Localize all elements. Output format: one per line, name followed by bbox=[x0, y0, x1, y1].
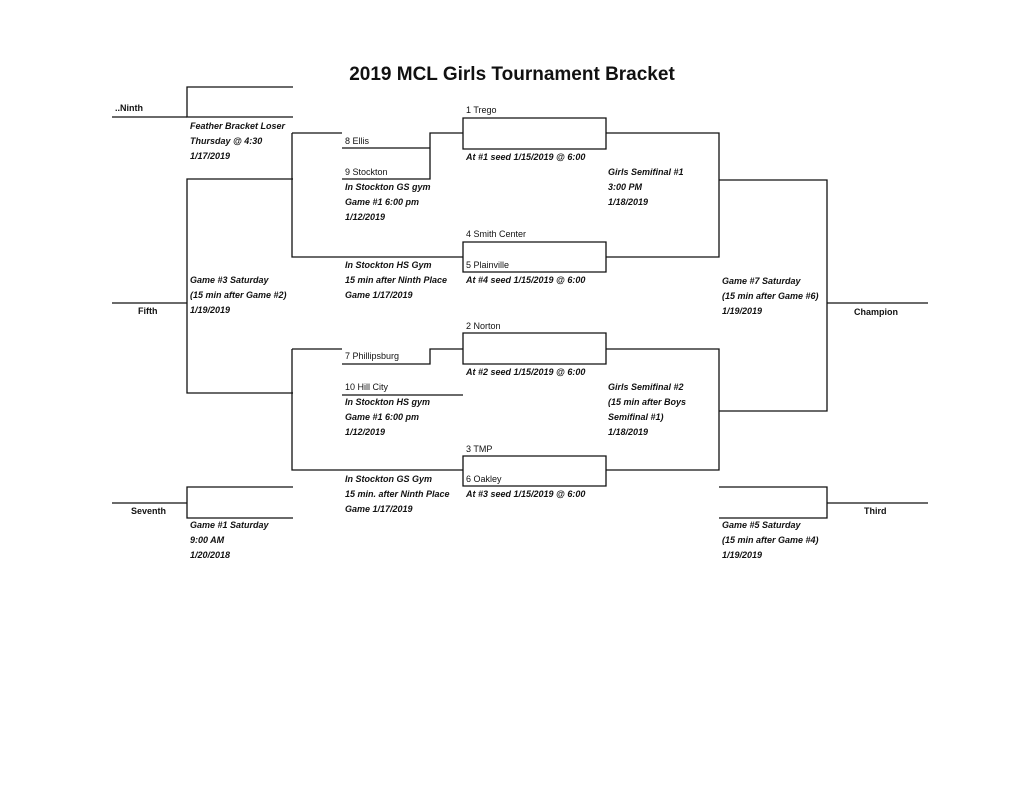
game-phil-hillcity bbox=[342, 348, 463, 396]
note-ninth-place-top-1: In Stockton HS Gym bbox=[345, 260, 432, 270]
placement-champion: Champion bbox=[854, 307, 898, 317]
note-game7-2: (15 min after Game #6) bbox=[722, 291, 819, 301]
page-title: 2019 MCL Girls Tournament Bracket bbox=[349, 64, 675, 85]
note-game1-top-1: In Stockton GS gym bbox=[345, 182, 431, 192]
note-semi2-2: (15 min after Boys bbox=[608, 397, 687, 407]
note-semi1-2: 3:00 PM bbox=[608, 182, 643, 192]
note-seed2: At #2 seed 1/15/2019 @ 6:00 bbox=[466, 367, 586, 377]
placement-fifth: Fifth bbox=[138, 306, 158, 316]
team-smith-center: 4 Smith Center bbox=[466, 229, 527, 239]
note-game1-top-3: 1/12/2019 bbox=[345, 212, 386, 222]
team-hill-city: 10 Hill City bbox=[345, 382, 389, 392]
note-semi1-3: 1/18/2019 bbox=[608, 197, 649, 207]
note-game1-sat-3: 1/20/2018 bbox=[190, 550, 231, 560]
champion-bracket bbox=[719, 179, 828, 412]
note-semi2-4: 1/18/2019 bbox=[608, 427, 649, 437]
semi1-bracket bbox=[606, 132, 720, 258]
qf2-left bbox=[291, 349, 342, 471]
note-game3-3: 1/19/2019 bbox=[190, 305, 231, 315]
note-ninth-2: Thursday @ 4:30 bbox=[190, 136, 263, 146]
note-semi1-1: Girls Semifinal #1 bbox=[608, 167, 684, 177]
note-game1-sat-2: 9:00 AM bbox=[190, 535, 225, 545]
note-semi2-1: Girls Semifinal #2 bbox=[608, 382, 684, 392]
note-game3-2: (15 min after Game #2) bbox=[190, 290, 287, 300]
seventh-box bbox=[186, 486, 293, 519]
note-game7-3: 1/19/2019 bbox=[722, 306, 763, 316]
team-oakley: 6 Oakley bbox=[466, 474, 502, 484]
note-game5-3: 1/19/2019 bbox=[722, 550, 763, 560]
placement-seventh: Seventh bbox=[131, 506, 167, 516]
team-norton: 2 Norton bbox=[466, 321, 501, 331]
note-ninth-place-top-3: Game 1/17/2019 bbox=[345, 290, 413, 300]
note-ninth-place-bottom-2: 15 min. after Ninth Place bbox=[345, 489, 450, 499]
team-stockton: 9 Stockton bbox=[345, 167, 388, 177]
team-tmp: 3 TMP bbox=[466, 444, 493, 454]
note-ninth-place-bottom-3: Game 1/17/2019 bbox=[345, 504, 413, 514]
team-plainville: 5 Plainville bbox=[466, 260, 510, 270]
note-game3-1: Game #3 Saturday bbox=[190, 275, 269, 285]
note-game7-1: Game #7 Saturday bbox=[722, 276, 801, 286]
placement-ninth: ..Ninth bbox=[115, 103, 143, 113]
game-ellis-stockton bbox=[342, 132, 463, 180]
note-game5-2: (15 min after Game #4) bbox=[722, 535, 819, 545]
ninth-box bbox=[186, 86, 293, 118]
note-game1-bottom-3: 1/12/2019 bbox=[345, 427, 386, 437]
note-ninth-3: 1/17/2019 bbox=[190, 151, 231, 161]
box-smith bbox=[462, 241, 607, 273]
team-ellis: 8 Ellis bbox=[345, 136, 370, 146]
note-ninth-place-top-2: 15 min after Ninth Place bbox=[345, 275, 448, 285]
fifth-bracket bbox=[186, 178, 293, 394]
note-game1-top-2: Game #1 6:00 pm bbox=[345, 197, 420, 207]
placement-third: Third bbox=[864, 506, 887, 516]
box-trego bbox=[462, 117, 607, 150]
qf1-left bbox=[291, 133, 342, 258]
note-semi2-3: Semifinal #1) bbox=[608, 412, 664, 422]
note-seed4: At #4 seed 1/15/2019 @ 6:00 bbox=[466, 275, 586, 285]
note-game1-bottom-1: In Stockton HS gym bbox=[345, 397, 431, 407]
note-game5-1: Game #5 Saturday bbox=[722, 520, 801, 530]
team-trego: 1 Trego bbox=[466, 105, 497, 115]
box-norton bbox=[462, 332, 607, 365]
third-box bbox=[719, 486, 828, 519]
semi2-bracket bbox=[606, 348, 720, 471]
note-ninth-place-bottom-1: In Stockton GS Gym bbox=[345, 474, 433, 484]
note-game1-bottom-2: Game #1 6:00 pm bbox=[345, 412, 420, 422]
note-seed3: At #3 seed 1/15/2019 @ 6:00 bbox=[466, 489, 586, 499]
note-seed1: At #1 seed 1/15/2019 @ 6:00 bbox=[466, 152, 586, 162]
team-phillipsburg: 7 Phillipsburg bbox=[345, 351, 400, 361]
note-ninth-1: Feather Bracket Loser bbox=[190, 121, 286, 131]
note-game1-sat-1: Game #1 Saturday bbox=[190, 520, 269, 530]
box-oakley bbox=[462, 455, 607, 487]
